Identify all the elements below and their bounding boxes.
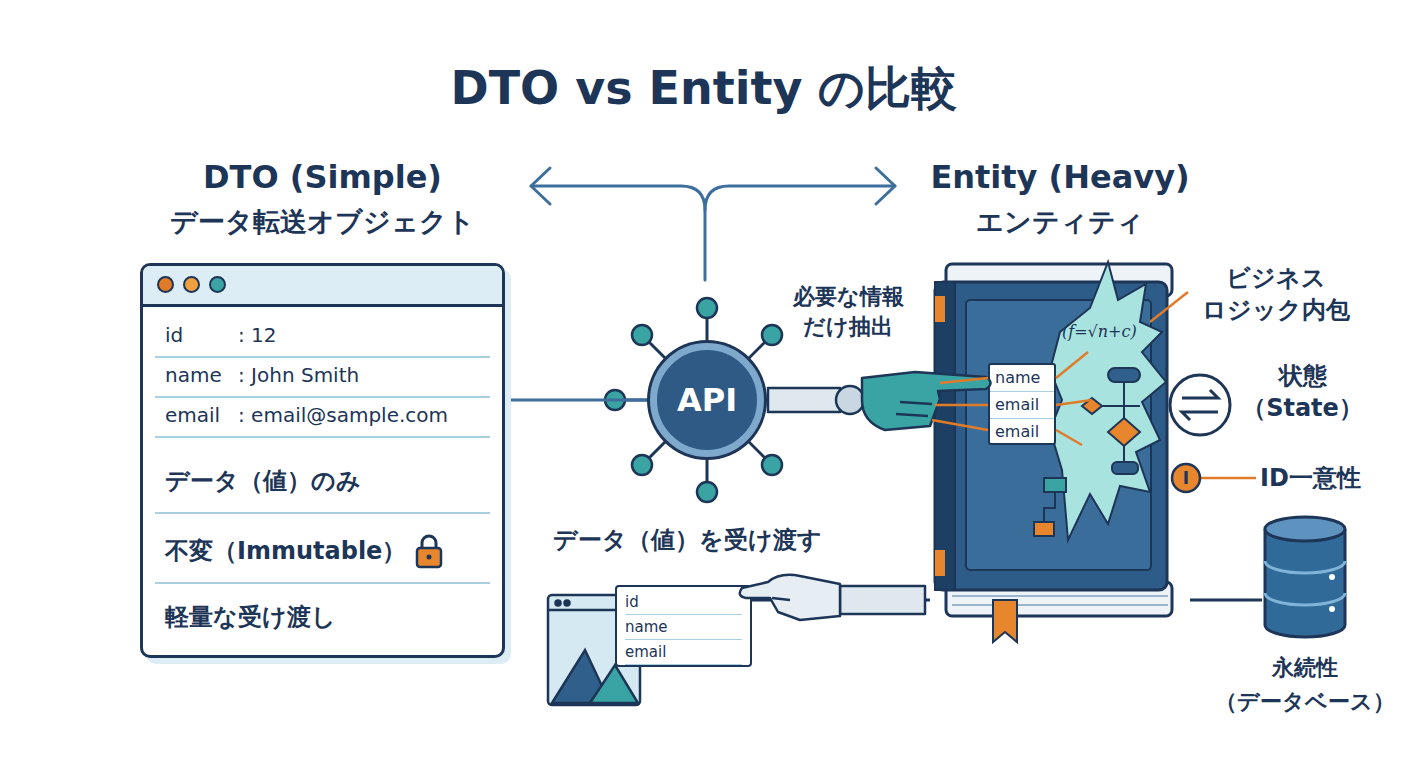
callout-text: ビジネス ロジック内包 <box>1186 262 1366 326</box>
state-icon <box>1170 375 1230 435</box>
flow-block <box>1034 522 1054 536</box>
field-name: email <box>625 640 742 665</box>
callout-text: 状態 （State） <box>1230 360 1375 424</box>
entity-field-card: nameemailemail <box>988 363 1056 445</box>
formula-text: (f=√n+c) <box>1062 322 1137 341</box>
connector-line <box>505 399 650 402</box>
cylinder-dot <box>1329 574 1335 580</box>
field-key: id <box>165 316 183 354</box>
corner-tab <box>935 550 945 576</box>
feature-text: データ（値）のみ <box>155 465 361 497</box>
bookmark <box>993 600 1017 642</box>
field-row: id : 12 <box>155 316 490 358</box>
lock-hole <box>427 555 432 560</box>
field-row: name : John Smith <box>155 356 490 398</box>
flow-block <box>1044 478 1066 492</box>
field-value: : 12 <box>238 316 277 354</box>
field-key: email <box>165 396 220 434</box>
page-line <box>952 604 1168 606</box>
window-dot <box>183 276 200 293</box>
field-name: name <box>990 365 1054 392</box>
id-icon <box>1172 464 1200 492</box>
cylinder-band <box>1265 561 1345 573</box>
api-hub: API <box>650 343 764 457</box>
feature-text: 軽量な受け渡し <box>155 601 336 633</box>
flow-decision <box>1108 418 1140 446</box>
field-value: : email@sample.com <box>238 396 448 434</box>
field-row: email : email@sample.com <box>155 396 490 438</box>
node-caption: 永続性 （データベース） <box>1210 651 1400 719</box>
node-heading: Entity (Heavy) <box>910 158 1210 196</box>
callout-text: ID一意性 <box>1260 462 1361 494</box>
connector-line <box>1190 599 1262 602</box>
cylinder-top <box>1265 517 1345 541</box>
database-cylinder: 永続性 （データベース） <box>1210 515 1400 735</box>
field-value: : John Smith <box>238 356 359 394</box>
book-spine <box>935 282 955 590</box>
flow-line <box>1102 405 1140 407</box>
diagram-title: DTO vs Entity の比較 <box>0 58 1408 120</box>
cylinder-dot <box>1329 606 1335 612</box>
window-dot <box>157 276 174 293</box>
lock-icon <box>414 533 444 569</box>
field-name: name <box>625 615 742 640</box>
logic-burst <box>1050 262 1166 540</box>
title-bar <box>143 266 502 307</box>
dto-window: DTO (Simple) データ転送オブジェクト id : 12 name : John … <box>140 150 505 662</box>
page-line <box>952 595 1168 597</box>
flow-line <box>1123 382 1125 418</box>
window-frame: id : 12 name : John Smith email : email@sampl… <box>140 263 505 658</box>
cylinder-body <box>1265 529 1345 637</box>
id-icon-letter: I <box>1174 466 1198 490</box>
flow-step <box>1112 462 1138 474</box>
feature-row: データ（値）のみ <box>155 450 490 514</box>
node-subheading: データ転送オブジェクト <box>140 204 505 240</box>
flow-decision <box>1082 398 1102 414</box>
connector-line <box>752 599 930 602</box>
node-subheading: エンティティ <box>910 204 1210 240</box>
feature-row: 不変（Immutable） <box>155 520 490 584</box>
flow-step <box>1108 368 1140 382</box>
dto-card: idnameemail <box>615 585 752 667</box>
corner-tab <box>935 296 945 322</box>
field-key: name <box>165 356 222 394</box>
lock-body <box>417 548 441 567</box>
flow-line <box>1123 446 1125 462</box>
cylinder-shape <box>1262 515 1348 640</box>
hub-label: API <box>677 381 737 419</box>
feature-text: 不変（Immutable） <box>155 535 406 567</box>
holding-hand <box>740 575 925 620</box>
flow-line <box>1044 492 1055 522</box>
feature-row: 軽量な受け渡し <box>155 586 490 648</box>
node-heading: DTO (Simple) <box>140 158 505 196</box>
transfer-note: データ（値）を受け渡す <box>553 524 822 556</box>
window-dot <box>209 276 226 293</box>
extract-note: 必要な情報 だけ抽出 <box>768 282 928 342</box>
cylinder-band <box>1265 593 1345 605</box>
field-name: email <box>990 392 1054 419</box>
field-name: id <box>625 590 742 615</box>
entity-book: Entity (Heavy)エンティティnameemailemail <box>930 150 1190 645</box>
field-name: email <box>990 419 1054 445</box>
book-cover <box>935 282 1167 590</box>
branch-bracket <box>531 168 895 280</box>
